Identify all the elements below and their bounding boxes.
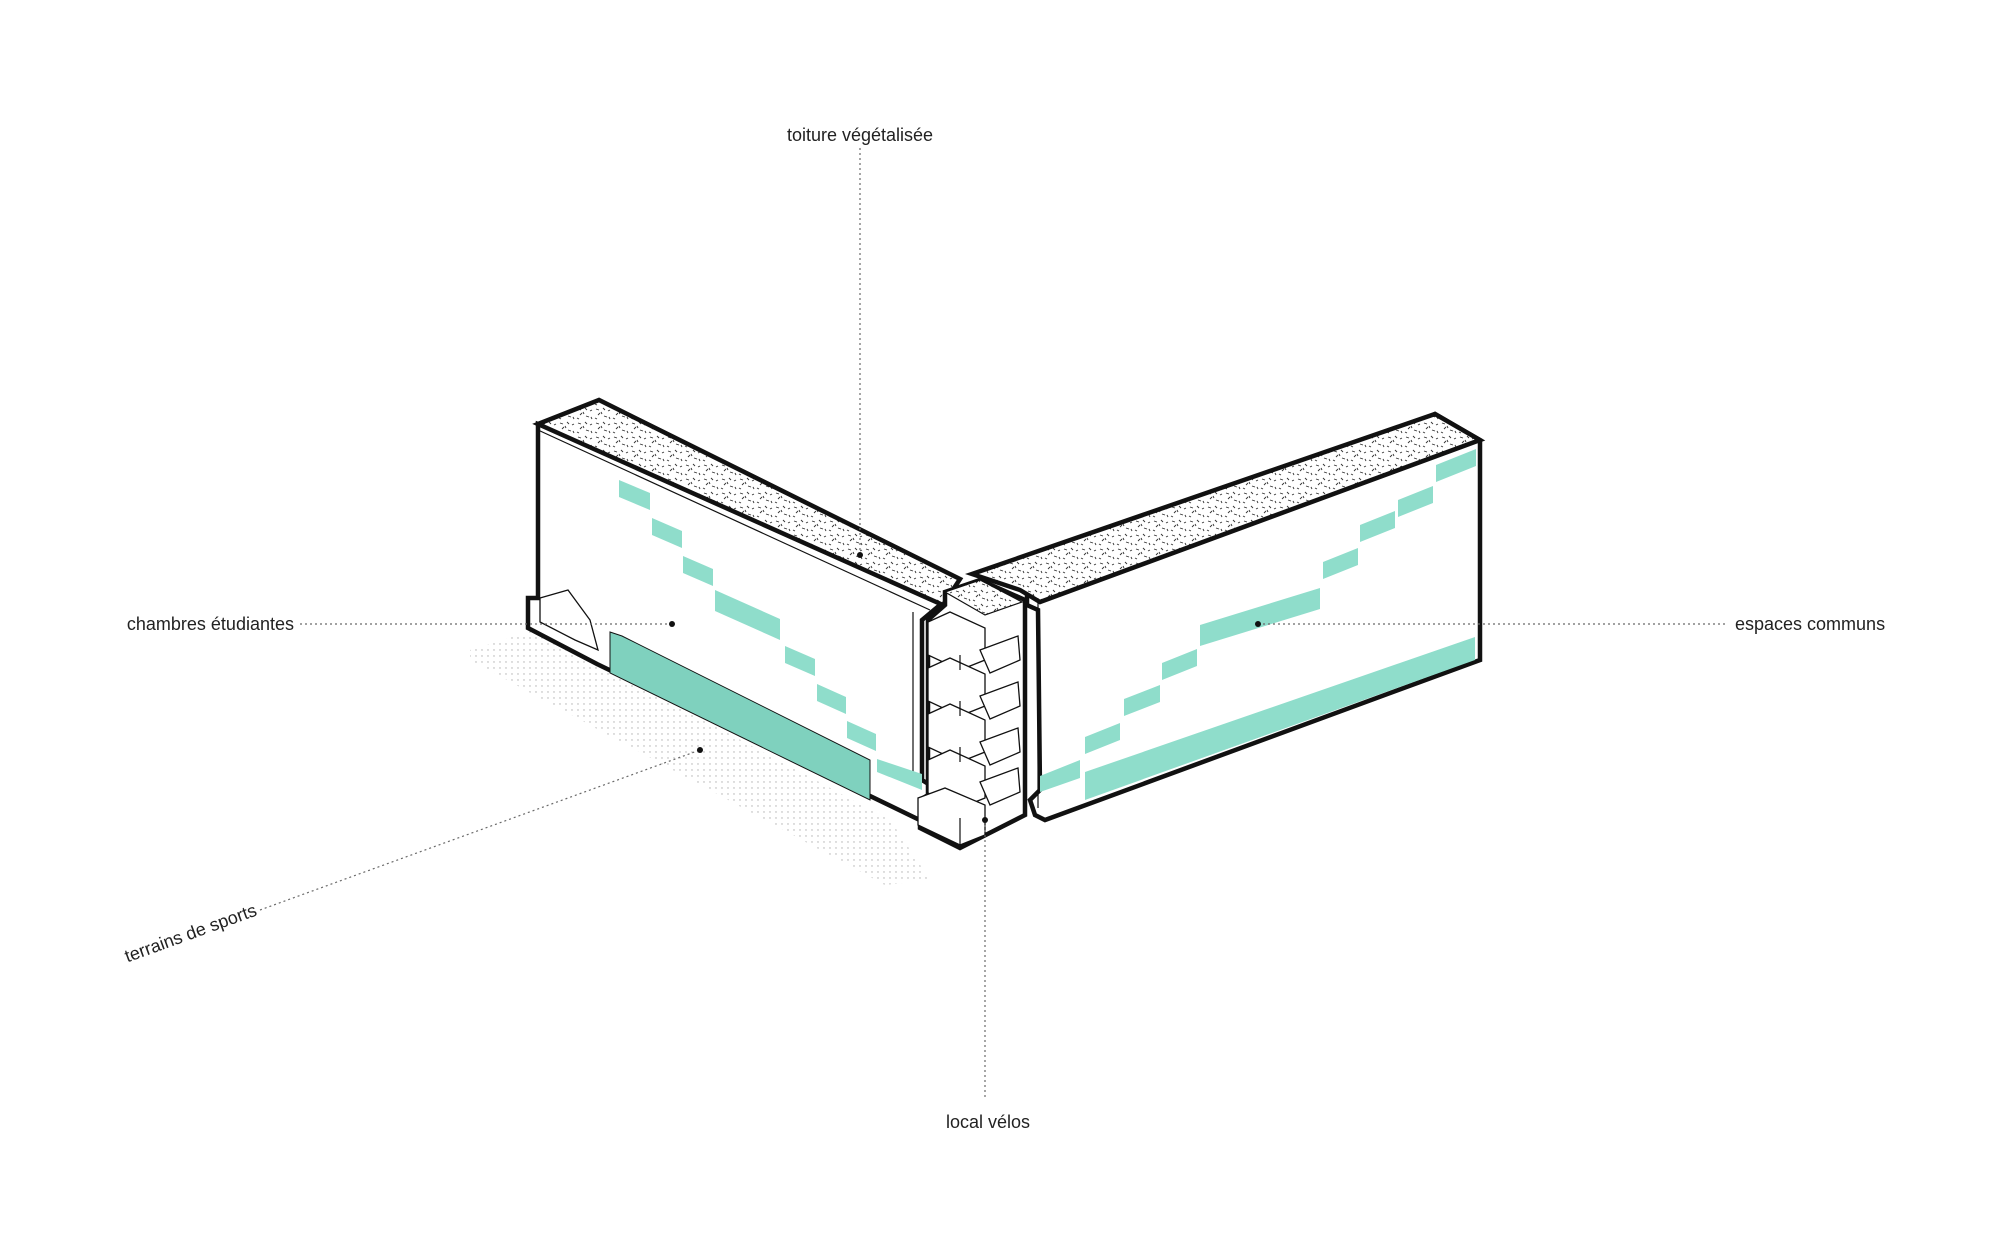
sports-ground-area	[470, 630, 930, 885]
rooms-leader-dot	[669, 621, 675, 627]
left-stair-steps	[619, 480, 876, 751]
sports-leader	[259, 749, 701, 911]
left-wing	[525, 397, 964, 829]
rooms-label: chambres étudiantes	[127, 614, 294, 634]
right-wing-roof	[965, 411, 1486, 605]
roof-label: toiture végétalisée	[787, 125, 933, 145]
left-wing-roof-edge	[537, 429, 931, 611]
right-ground-floor-band-end	[1040, 760, 1080, 792]
left-ground-floor-band	[609, 631, 871, 801]
entrance-ramp	[539, 589, 599, 652]
bikes-leader-dot	[982, 817, 988, 823]
common-leader-dot	[1255, 621, 1261, 627]
left-ground-floor-band-end	[877, 759, 922, 790]
common-label: espaces communs	[1735, 614, 1885, 634]
bikes-label: local vélos	[946, 1112, 1030, 1132]
sports-leader-dot	[697, 747, 703, 753]
stair-blocks	[917, 611, 1021, 846]
stair-core-roof	[943, 579, 1024, 616]
right-stair-steps	[1085, 449, 1476, 754]
left-wing-roof	[532, 397, 964, 608]
right-wing	[965, 411, 1486, 823]
right-ground-floor-band	[1085, 637, 1475, 800]
stair-core	[917, 577, 1028, 851]
roof-leader-dot	[857, 552, 863, 558]
sports-label: terrains de sports	[122, 900, 260, 966]
